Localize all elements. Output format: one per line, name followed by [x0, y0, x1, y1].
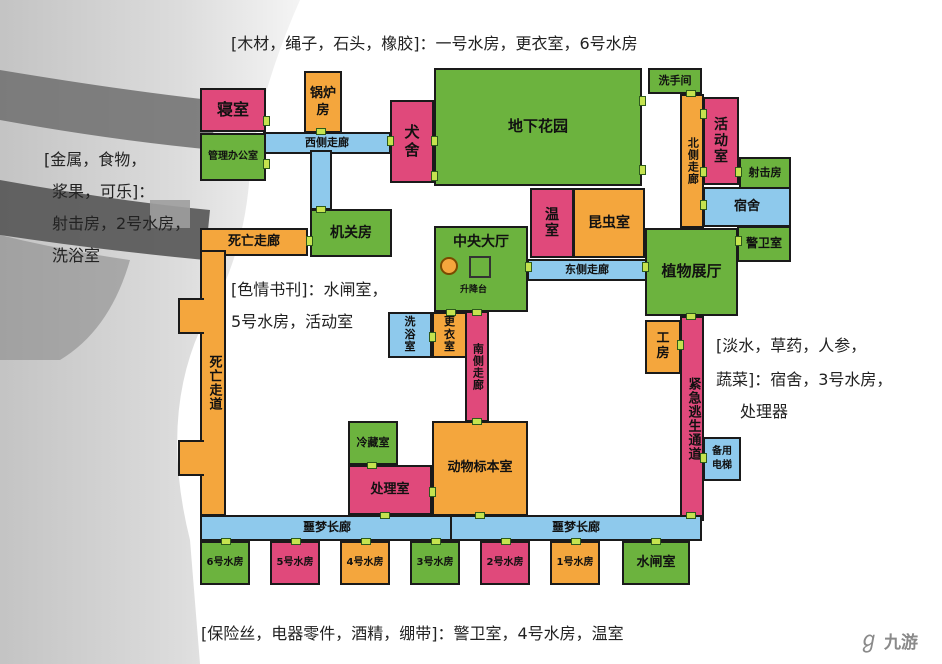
door: [221, 538, 231, 545]
note-right-2: 蔬菜]：宿舍，3号水房，: [716, 370, 893, 389]
door: [429, 332, 436, 342]
washroom[interactable]: 洗手间: [648, 68, 702, 94]
door: [639, 96, 646, 106]
door: [735, 236, 742, 246]
door: [686, 90, 696, 97]
note-left-2: 浆果，可乐]：: [52, 182, 155, 201]
door: [472, 309, 482, 316]
plant-exhibition-hall[interactable]: 植物展厅: [645, 228, 738, 316]
water-room-4[interactable]: 4号水房: [340, 541, 390, 585]
south-corridor[interactable]: 南侧走廊: [465, 311, 489, 422]
door: [571, 538, 581, 545]
door: [431, 171, 438, 181]
note-middle-2: 5号水房，活动室: [231, 312, 354, 331]
admin-office[interactable]: 管理办公室: [200, 133, 266, 181]
sluice-room[interactable]: 水闸室: [622, 541, 690, 585]
door: [316, 128, 326, 135]
activity-room[interactable]: 活动室: [703, 97, 739, 185]
spare-elevator[interactable]: 备用电梯: [703, 437, 741, 481]
note-left-4: 洗浴室: [52, 246, 101, 265]
door: [639, 165, 646, 175]
door: [525, 262, 532, 272]
water-room-3[interactable]: 3号水房: [410, 541, 460, 585]
processing-room[interactable]: 处理室: [348, 465, 432, 515]
door: [263, 116, 270, 126]
note-left-3: 射击房，2号水房，: [52, 214, 191, 233]
door: [291, 538, 301, 545]
door: [431, 136, 438, 146]
dormitory[interactable]: 宿舍: [703, 187, 791, 227]
door: [380, 512, 390, 519]
door: [472, 418, 482, 425]
door: [677, 340, 684, 350]
death-corridor-vertical[interactable]: 死亡走道: [200, 250, 226, 516]
door: [446, 309, 456, 316]
note-bottom: [保险丝，电器零件，酒精，绷带]：警卫室，4号水房，温室: [201, 624, 624, 643]
changing-room[interactable]: 更衣室: [432, 312, 467, 358]
animal-specimen-room[interactable]: 动物标本室: [432, 421, 528, 516]
door: [475, 512, 485, 519]
door: [642, 262, 649, 272]
water-room-5[interactable]: 5号水房: [270, 541, 320, 585]
greenhouse[interactable]: 温室: [530, 188, 574, 258]
water-room-2[interactable]: 2号水房: [480, 541, 530, 585]
death-corridor-notch-2: [178, 440, 204, 476]
door: [306, 236, 313, 246]
shooting-room[interactable]: 射击房: [739, 157, 791, 189]
nightmare-corridor-left[interactable]: 噩梦长廊: [200, 515, 454, 541]
note-middle-1: [色情书刊]：水闸室，: [231, 280, 388, 299]
door: [367, 462, 377, 469]
insect-room[interactable]: 昆虫室: [573, 188, 645, 258]
door: [387, 136, 394, 146]
machine-room[interactable]: 机关房: [310, 209, 392, 257]
door: [263, 159, 270, 169]
underground-garden[interactable]: 地下花园: [434, 68, 642, 186]
watermark-logo: ℊ 九游: [858, 627, 919, 653]
east-corridor[interactable]: 东侧走廊: [527, 259, 647, 281]
bedroom[interactable]: 寝室: [200, 88, 266, 132]
workshop[interactable]: 工房: [645, 320, 681, 374]
lift-platform-label: 升降台: [460, 285, 488, 295]
nightmare-corridor-right[interactable]: 噩梦长廊: [450, 515, 702, 541]
watermark-icon: ℊ: [858, 627, 881, 653]
door: [735, 167, 742, 177]
note-right-3: 处理器: [740, 402, 789, 421]
cold-storage[interactable]: 冷藏室: [348, 421, 398, 465]
lift-platform-circle-icon: [440, 257, 458, 275]
door: [686, 313, 696, 320]
door: [651, 538, 661, 545]
door: [700, 453, 707, 463]
water-room-6[interactable]: 6号水房: [200, 541, 250, 585]
note-left-1: [金属，食物，: [44, 150, 147, 169]
door: [361, 538, 371, 545]
door: [501, 538, 511, 545]
door: [700, 200, 707, 210]
west-corridor-link: [310, 150, 332, 210]
kennel[interactable]: 犬舍: [390, 100, 434, 183]
emergency-passage[interactable]: 紧急逃生通道: [680, 316, 704, 521]
door: [316, 206, 326, 213]
note-right-1: [淡水，草药，人参，: [716, 336, 867, 355]
door: [686, 512, 696, 519]
boiler-room[interactable]: 锅炉房: [304, 71, 342, 133]
lift-platform-square-icon: [469, 256, 491, 278]
bathroom[interactable]: 洗浴室: [388, 312, 432, 358]
guard-room[interactable]: 警卫室: [737, 226, 791, 262]
door: [429, 487, 436, 497]
door: [431, 538, 441, 545]
door: [700, 167, 707, 177]
death-corridor-notch-1: [178, 298, 204, 334]
note-top: [木材，绳子，石头，橡胶]：一号水房，更衣室，6号水房: [231, 34, 638, 53]
water-room-1[interactable]: 1号水房: [550, 541, 600, 585]
door: [700, 109, 707, 119]
